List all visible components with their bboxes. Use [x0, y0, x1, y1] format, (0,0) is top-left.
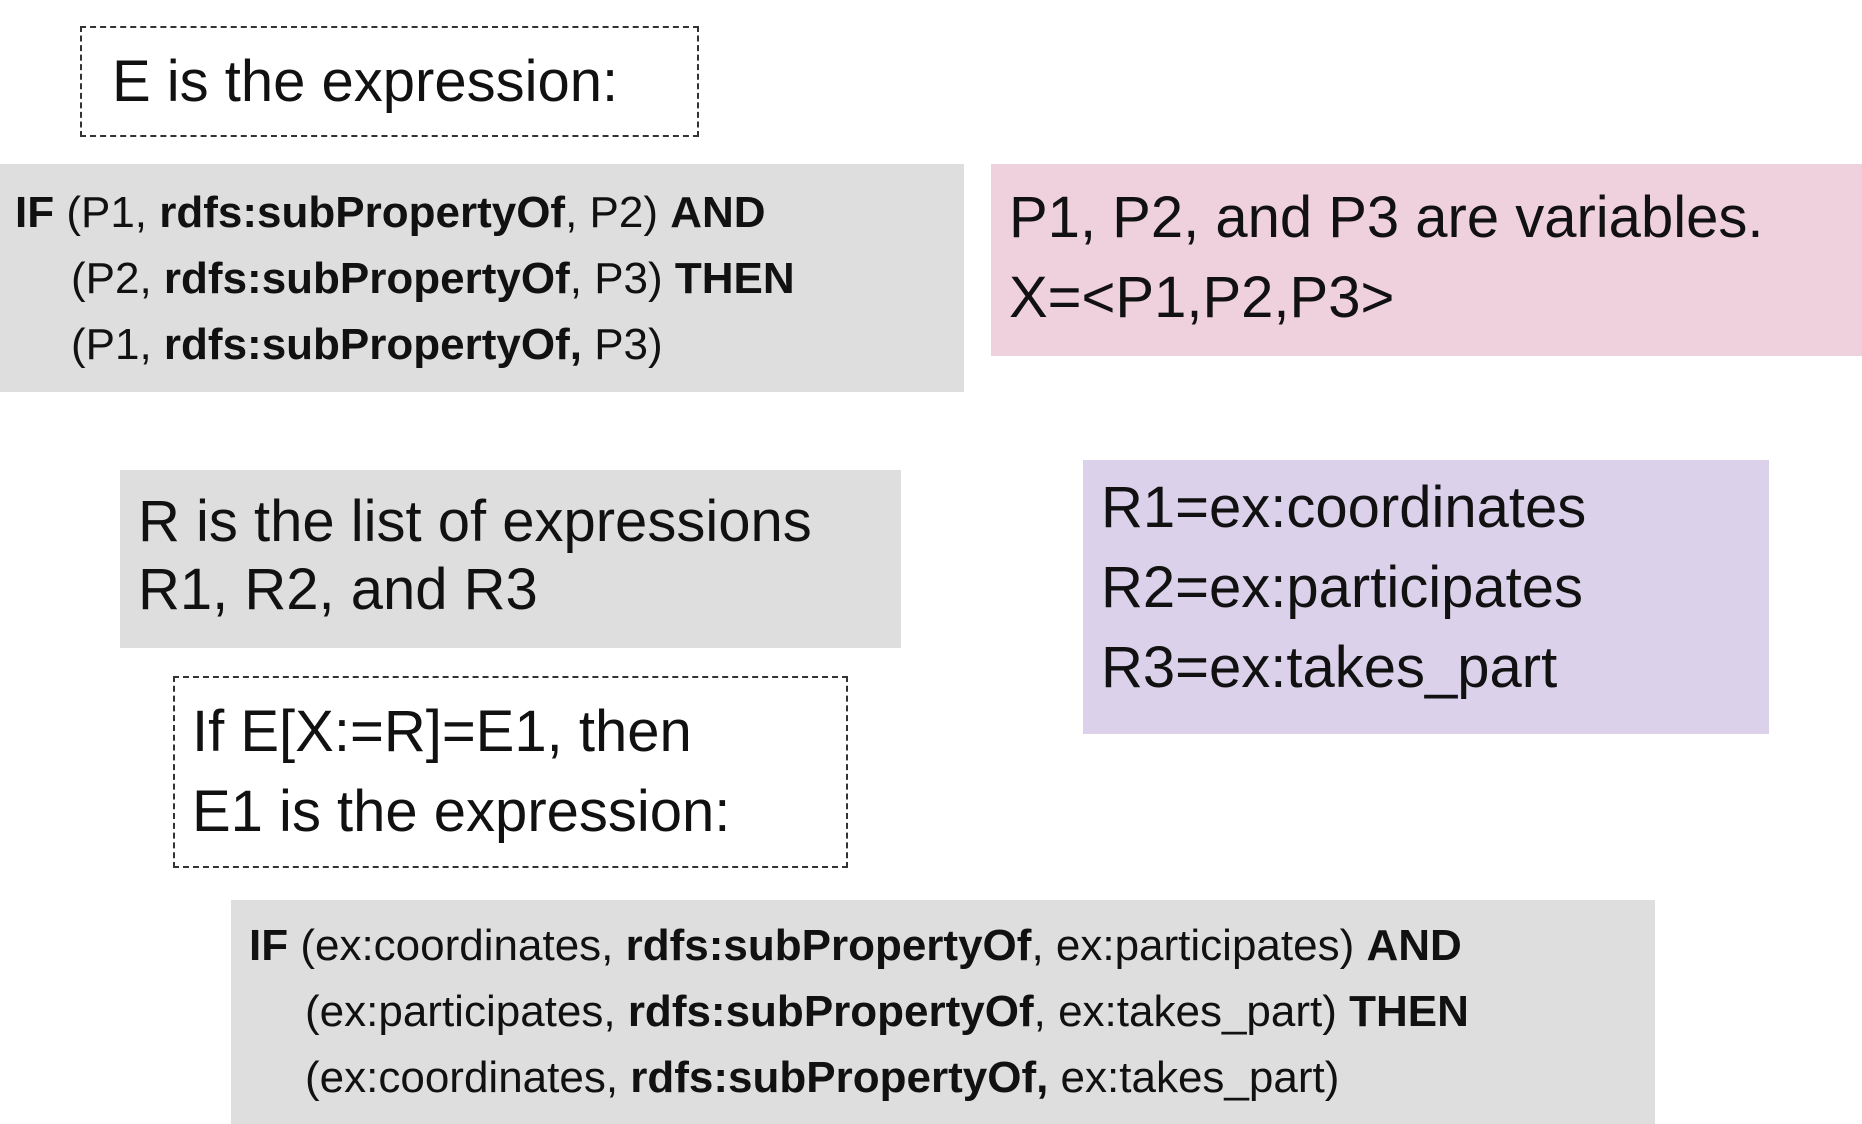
instantiated-rule-line-1: IF (ex:coordinates, rdfs:subPropertyOf, … — [249, 913, 1469, 979]
expression-e-label-box: E is the expression: — [80, 26, 699, 137]
substitution-statement-box: If E[X:=R]=E1, then E1 is the expression… — [173, 676, 848, 868]
rule-template-line-1-open: (P1, — [54, 188, 160, 237]
variables-line-1: P1, P2, and P3 are variables. — [1009, 185, 1764, 250]
instantiated-rule-line-3-rest: ex:takes_part) — [1048, 1053, 1340, 1102]
instantiated-rule-line-3: (ex:coordinates, rdfs:subPropertyOf, ex:… — [249, 1045, 1469, 1111]
predicate-subpropertyof: rdfs:subPropertyOf — [159, 188, 566, 237]
variables-box: P1, P2, and P3 are variables. X=<P1,P2,P… — [991, 164, 1862, 356]
predicate-subpropertyof: rdfs:subPropertyOf — [627, 987, 1034, 1036]
replacement-list-line-1: R is the list of expressions — [138, 489, 812, 554]
rule-template-line-2-open: (P2, — [71, 254, 164, 303]
replacement-value-r1: R1=ex:coordinates — [1101, 475, 1587, 540]
keyword-if: IF — [15, 188, 55, 237]
keyword-then: THEN — [1349, 987, 1469, 1036]
rule-template-line-3-rest: P3) — [581, 320, 663, 369]
replacement-list-text: R is the list of expressions R1, R2, and… — [138, 488, 812, 624]
instantiated-rule-line-1-open: (ex:coordinates, — [288, 921, 626, 970]
keyword-and: AND — [670, 188, 766, 237]
instantiated-rule-line-2: (ex:participates, rdfs:subPropertyOf, ex… — [249, 979, 1469, 1045]
rule-template-line-1-rest: , P2) — [565, 188, 671, 237]
instantiated-rule-box — [231, 900, 1655, 1124]
rule-template-line-3: (P1, rdfs:subPropertyOf, P3) — [15, 312, 795, 378]
replacement-values-text: R1=ex:coordinates R2=ex:participates R3=… — [1101, 468, 1586, 708]
instantiated-rule-line-3-open: (ex:coordinates, — [305, 1053, 631, 1102]
keyword-and: AND — [1366, 921, 1462, 970]
rule-template-line-3-open: (P1, — [71, 320, 164, 369]
rule-template-text: IF (P1, rdfs:subPropertyOf, P2) AND (P2,… — [15, 180, 795, 378]
instantiated-rule-line-2-rest: , ex:takes_part) — [1033, 987, 1350, 1036]
rule-template-box — [0, 164, 964, 392]
replacement-list-line-2: R1, R2, and R3 — [138, 557, 538, 622]
variables-line-2: X=<P1,P2,P3> — [1009, 265, 1395, 330]
replacement-list-box: R is the list of expressions R1, R2, and… — [120, 470, 901, 648]
expression-e-label: E is the expression: — [112, 49, 619, 114]
instantiated-rule-line-1-rest: , ex:participates) — [1031, 921, 1367, 970]
instantiated-rule-line-2-open: (ex:participates, — [305, 987, 628, 1036]
predicate-subpropertyof: rdfs:subPropertyOf, — [630, 1053, 1049, 1102]
keyword-then: THEN — [674, 254, 795, 303]
rule-template-line-2-rest: , P3) — [569, 254, 675, 303]
replacement-values-box: R1=ex:coordinates R2=ex:participates R3=… — [1083, 460, 1769, 734]
substitution-line-2: E1 is the expression: — [192, 779, 731, 844]
rule-template-line-1: IF (P1, rdfs:subPropertyOf, P2) AND — [15, 180, 795, 246]
rule-template-line-2: (P2, rdfs:subPropertyOf, P3) THEN — [15, 246, 795, 312]
replacement-value-r3: R3=ex:takes_part — [1101, 635, 1558, 700]
substitution-line-1: If E[X:=R]=E1, then — [192, 699, 692, 764]
substitution-statement-text: If E[X:=R]=E1, then E1 is the expression… — [192, 692, 730, 852]
instantiated-rule-text: IF (ex:coordinates, rdfs:subPropertyOf, … — [249, 913, 1469, 1111]
predicate-subpropertyof: rdfs:subPropertyOf — [625, 921, 1032, 970]
keyword-if: IF — [249, 921, 289, 970]
replacement-value-r2: R2=ex:participates — [1101, 555, 1583, 620]
predicate-subpropertyof: rdfs:subPropertyOf, — [163, 320, 582, 369]
variables-text: P1, P2, and P3 are variables. X=<P1,P2,P… — [1009, 178, 1763, 338]
predicate-subpropertyof: rdfs:subPropertyOf — [163, 254, 570, 303]
